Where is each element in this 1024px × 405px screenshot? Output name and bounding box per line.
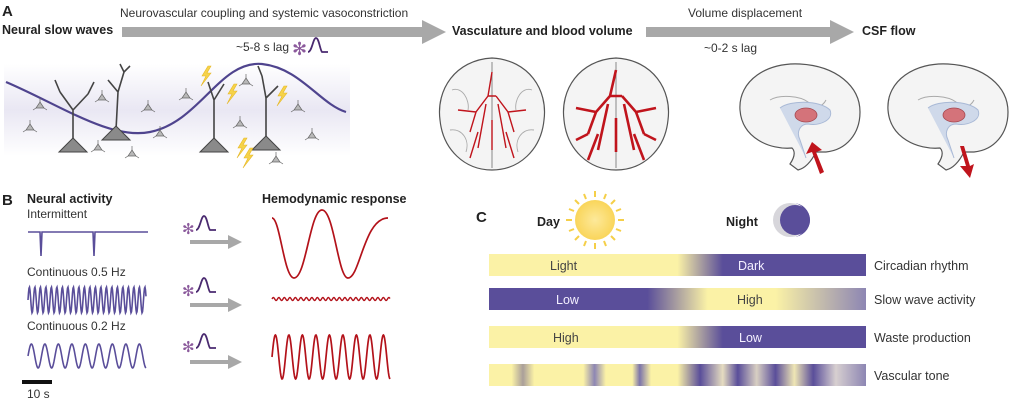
neural-slow-waves-label: Neural slow waves [2, 23, 113, 37]
arrow2-label: Volume displacement [688, 6, 803, 20]
neural-trace-intermittent [28, 231, 148, 257]
panel-a-letter: A [2, 3, 13, 20]
bar-circadian-name: Circadian rhythm [874, 259, 968, 273]
brain-vasculature-high [562, 57, 670, 171]
panel-c-letter: C [476, 209, 487, 226]
lag2-label: ~0-2 s lag [704, 41, 757, 55]
sun-icon [566, 191, 624, 249]
asterisk-icon: ✻ [292, 39, 307, 60]
transfer-arrow-row2: ✻ [182, 277, 242, 312]
bar-slow-wave-right: High [737, 293, 763, 307]
arrow-volume-displacement [646, 20, 854, 44]
hemodynamic-wavelet-icon [195, 277, 217, 293]
brain-vasculature-low [438, 57, 546, 171]
bar-slow-wave-left: Low [556, 293, 580, 307]
gray-arrow [190, 298, 242, 312]
bar-circadian-fill [489, 254, 866, 276]
neural-trace-05hz [27, 284, 147, 316]
gray-arrow [190, 235, 242, 249]
bar-vascular-name: Vascular tone [874, 369, 950, 383]
night-label: Night [726, 215, 759, 229]
bar-slow-wave: Low High Slow wave activity [489, 288, 976, 310]
lag1-label: ~5-8 s lag [236, 40, 289, 54]
bar-waste-name: Waste production [874, 331, 971, 345]
bar-waste: High Low Waste production [489, 326, 971, 348]
bar-waste-fill [489, 326, 866, 348]
day-label: Day [537, 215, 560, 229]
panel-c: C Day Night [476, 191, 976, 386]
arrow1-label: Neurovascular coupling and systemic vaso… [120, 6, 408, 20]
bar-slow-wave-name: Slow wave activity [874, 293, 976, 307]
bar-vascular-tone: Vascular tone [489, 364, 950, 386]
asterisk-icon: ✻ [182, 282, 195, 300]
scale-bar [22, 380, 52, 384]
hemodynamic-wavelet-icon [195, 215, 217, 231]
transfer-arrow-row3: ✻ [182, 333, 242, 369]
asterisk-icon: ✻ [182, 338, 195, 356]
hemodynamic-wavelet-icon [195, 333, 217, 349]
neural-activity-label: Neural activity [27, 192, 113, 206]
bar-circadian-right: Dark [738, 259, 765, 273]
hemo-trace-02hz [271, 333, 391, 381]
vasculature-label: Vasculature and blood volume [452, 24, 633, 38]
neurons-group [22, 63, 320, 165]
slow-wave-curve [5, 62, 347, 135]
neural-trace-02hz [27, 343, 147, 369]
panel-b: B Neural activity Hemodynamic response I… [2, 192, 407, 401]
asterisk-icon: ✻ [182, 220, 195, 238]
panel-a: A Neural slow waves Neurovascular coupli… [2, 3, 1009, 178]
hemodynamic-wavelet-icon [307, 37, 329, 53]
row-label-02hz: Continuous 0.2 Hz [27, 319, 126, 333]
bar-circadian: Light Dark Circadian rhythm [489, 254, 968, 276]
gray-arrow [190, 355, 242, 369]
hemodynamic-response-label: Hemodynamic response [262, 192, 407, 206]
scale-bar-label: 10 s [27, 387, 50, 401]
arrow-neurovascular [122, 20, 446, 44]
row-label-intermittent: Intermittent [27, 207, 88, 221]
bar-slow-wave-fill [489, 288, 866, 310]
slow-wave-band [4, 64, 350, 156]
bar-circadian-left: Light [550, 259, 578, 273]
brain-csf-inflow [739, 63, 861, 174]
hemo-trace-05hz [271, 296, 391, 302]
panel-b-letter: B [2, 192, 13, 209]
bar-waste-left: High [553, 331, 579, 345]
row-label-05hz: Continuous 0.5 Hz [27, 265, 126, 279]
moon-icon [773, 203, 810, 237]
hemo-trace-intermittent [271, 209, 389, 279]
brain-csf-outflow [887, 63, 1009, 178]
transfer-arrow-row1: ✻ [182, 215, 242, 249]
csf-flow-label: CSF flow [862, 24, 916, 38]
bar-waste-right: Low [739, 331, 763, 345]
bar-vascular-fill [489, 364, 866, 386]
